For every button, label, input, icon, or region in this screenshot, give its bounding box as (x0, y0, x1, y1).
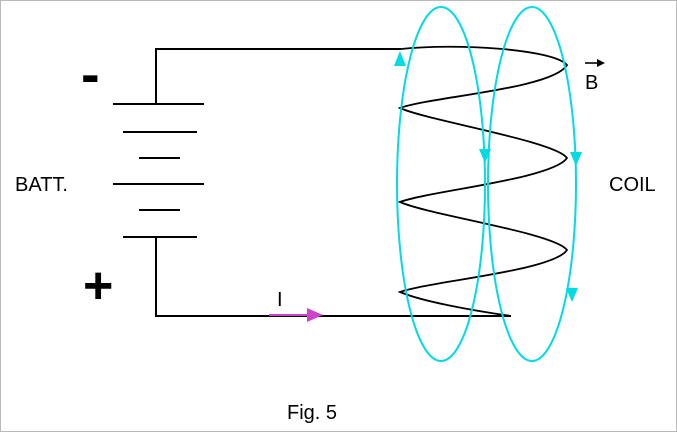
field-arrowheads (394, 51, 582, 302)
b-vector-head-icon (597, 59, 605, 67)
circuit-wires (155, 48, 511, 317)
field-label: B (585, 72, 598, 94)
battery-label: BATT. (15, 174, 68, 196)
field-arrow-down-icon (566, 288, 578, 302)
coil-winding (397, 45, 569, 317)
coil-label: COIL (609, 174, 656, 196)
battery-symbol (113, 103, 204, 238)
magnetic-field-lines (396, 6, 577, 362)
field-line-ellipse-left (396, 6, 486, 362)
b-vector-arrow (585, 59, 605, 67)
current-arrow-head-icon (307, 308, 323, 322)
plus-terminal-label: + (83, 257, 113, 315)
field-arrow-down-icon (570, 152, 582, 166)
minus-terminal-label: - (81, 42, 100, 105)
bottom-wire (155, 237, 511, 317)
figure-caption: Fig. 5 (287, 402, 337, 424)
field-arrow-up-icon (394, 51, 406, 66)
field-line-ellipse-right (487, 6, 577, 362)
top-wire (155, 48, 401, 104)
current-label: I (277, 289, 283, 311)
field-arrow-down-icon (479, 149, 491, 163)
current-arrow (269, 308, 323, 322)
